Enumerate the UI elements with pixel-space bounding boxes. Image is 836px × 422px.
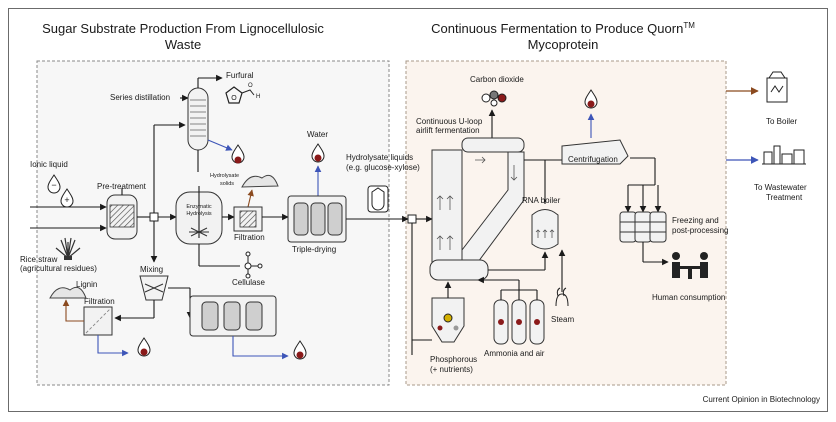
filtration-1-mesh xyxy=(239,210,257,228)
mixing-blades xyxy=(144,283,164,293)
lignin-label: Lignin xyxy=(76,280,97,289)
gas-cylinders xyxy=(493,299,545,345)
fermenter-riser xyxy=(431,149,463,271)
ionic-liquid-label: Ionic liquid xyxy=(30,160,68,169)
right-title-main: Continuous Fermentation to Produce Quorn xyxy=(431,21,683,36)
drop-dot xyxy=(234,156,242,164)
triple-drying-label: Triple-drying xyxy=(292,245,336,254)
airlift-label-2: airlift fermentation xyxy=(416,126,480,135)
rice-straw-icon xyxy=(55,237,81,260)
right-title-sup: TM xyxy=(683,21,695,30)
valve-icon xyxy=(244,251,263,279)
steam-icon xyxy=(555,287,569,307)
carbon-dioxide-label: Carbon dioxide xyxy=(470,75,524,84)
junction-2 xyxy=(407,214,417,224)
droplet-icon xyxy=(137,337,151,357)
pile-icon xyxy=(241,174,279,188)
rna-boiler-arrows xyxy=(535,229,555,238)
left-section-title-line2: Waste xyxy=(165,37,201,52)
phosphorous-label: Phosphorous xyxy=(430,355,477,364)
nutrient-dot xyxy=(437,325,443,331)
rna-boiler-vessel xyxy=(531,209,559,250)
droplet-icon xyxy=(293,340,307,360)
boiler-icon xyxy=(766,71,788,103)
svg-text:H: H xyxy=(256,94,260,100)
figure-frame xyxy=(8,8,828,412)
nutrient-dot xyxy=(453,325,459,331)
hydrolysate-liquids-sub-label: (e.g. glucose-xylose) xyxy=(346,163,420,172)
droplet-icon xyxy=(584,89,598,109)
nutrient-dot xyxy=(443,313,453,323)
filtration-2-label: Filtration xyxy=(84,297,115,306)
filtration-1-label: Filtration xyxy=(234,233,265,242)
distillation-trays xyxy=(190,99,206,137)
agitator-blades xyxy=(189,227,209,237)
source-credit: Current Opinion in Biotechnology xyxy=(703,395,820,404)
mixing-label: Mixing xyxy=(140,265,163,274)
fermenter-flow-arrows xyxy=(436,156,518,250)
co2-molecule-icon xyxy=(481,90,507,107)
freezing-label-2: post-processing xyxy=(672,226,728,235)
droplet-icon xyxy=(311,143,325,163)
distillation-column xyxy=(187,87,209,151)
bottom-dryer-water-out xyxy=(232,336,289,360)
freezing-label-1: Freezing and xyxy=(672,216,719,225)
series-distillation-label: Series distillation xyxy=(110,93,170,102)
solids-arrow xyxy=(247,189,254,208)
airlift-label-1: Continuous U-loop xyxy=(416,117,483,126)
rice-straw-sub-label: (agricultural residues) xyxy=(20,264,97,273)
centrifugation-label: Centrifugation xyxy=(568,155,618,164)
to-wastewater-label-1: To Wastewater xyxy=(754,183,807,192)
right-section-title: Continuous Fermentation to Produce Quorn… xyxy=(431,21,695,36)
filtration-2-water-out xyxy=(97,335,129,357)
fermenter-base xyxy=(429,259,489,281)
fermenter-top xyxy=(461,137,525,153)
filtration-2-membrane xyxy=(85,308,111,334)
droplet-minus-icon: − xyxy=(47,174,61,194)
to-boiler-label: To Boiler xyxy=(766,117,797,126)
hydrolysate-liquids-label: Hydrolysate liquids xyxy=(346,153,413,162)
phosphorous-sub-label: (+ nutrients) xyxy=(430,365,473,374)
hydrolysate-solids-label-2: solids xyxy=(220,181,234,187)
hydrolysate-solids-label: Hydrolysate xyxy=(210,173,239,179)
lignin-arrow xyxy=(62,299,84,322)
pre-treatment-label: Pre-treatment xyxy=(97,182,147,191)
centrifuge-unit xyxy=(561,139,629,165)
distillation-water-out xyxy=(207,139,233,151)
human-consumption-label: Human consumption xyxy=(652,293,725,302)
junction-1 xyxy=(149,212,159,222)
to-wastewater-label-2: Treatment xyxy=(766,193,803,202)
steam-label: Steam xyxy=(551,315,574,324)
svg-text:O: O xyxy=(231,95,237,102)
svg-text:O: O xyxy=(248,83,253,89)
cellulase-label: Cellulase xyxy=(232,278,265,287)
table-people-icon xyxy=(672,252,708,279)
pile-icon xyxy=(49,286,87,299)
factory-icon xyxy=(762,145,806,165)
bottom-dryer-cylinders xyxy=(201,301,263,331)
furfural-label: Furfural xyxy=(226,71,254,80)
water-label: Water xyxy=(307,130,328,139)
lab-flask-icon xyxy=(367,185,389,213)
droplet-plus-icon: + xyxy=(60,188,74,208)
furan-molecule-icon: O H O xyxy=(225,83,260,104)
svg-text:−: − xyxy=(51,180,56,190)
left-section-title: Sugar Substrate Production From Lignocel… xyxy=(42,21,324,36)
svg-text:+: + xyxy=(64,195,69,205)
pre-treatment-bed xyxy=(109,204,135,228)
rice-straw-label: Rice straw xyxy=(20,255,58,264)
ammonia-label: Ammonia and air xyxy=(484,349,545,358)
rna-boiler-label: RNA boiler xyxy=(522,196,561,205)
freezer-cylinders xyxy=(619,211,667,243)
right-section-title-line2: Mycoprotein xyxy=(528,37,599,52)
triple-dryer-cylinders xyxy=(293,202,343,236)
